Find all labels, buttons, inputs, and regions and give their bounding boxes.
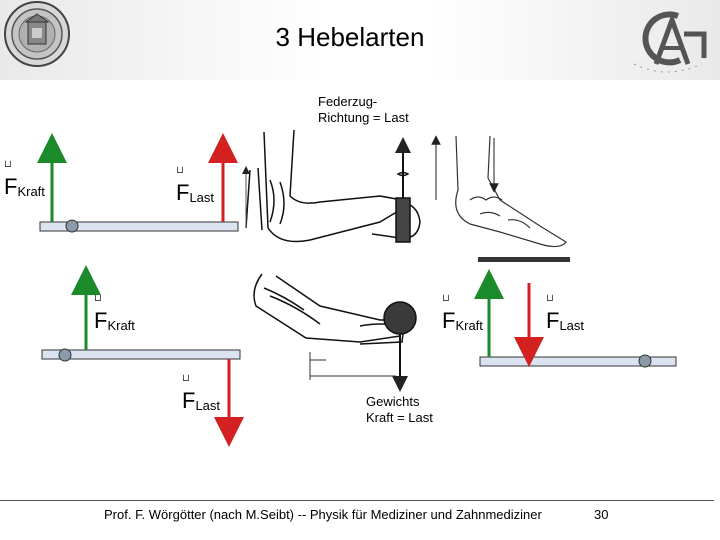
annotation-weight-force: Gewichts Kraft = Last (366, 394, 433, 425)
label-f-kraft-2: ⊔FKraft (94, 293, 135, 334)
pivot-2 (58, 348, 72, 362)
lever-bar-1 (39, 221, 239, 232)
footer-divider (0, 500, 714, 501)
header-band (0, 0, 720, 80)
page-number: 30 (594, 507, 609, 522)
label-f-last-2: ⊔FLast (182, 373, 221, 414)
pivot-3 (638, 354, 652, 368)
label-f-last-1: ⊔FLast (176, 165, 215, 206)
annotation-spring-direction: Federzug- Richtung = Last (318, 94, 409, 125)
footer-text: Prof. F. Wörgötter (nach M.Seibt) -- Phy… (104, 507, 542, 522)
university-seal-icon (4, 1, 70, 67)
label-f-last-3: ⊔FLast (546, 293, 585, 334)
forearm-ball-illustration (253, 273, 417, 392)
label-f-kraft-3: ⊔FKraft (442, 293, 483, 334)
label-f-kraft-1: ⊔FKraft (4, 159, 45, 200)
slide-title: 3 Hebelarten (275, 22, 425, 52)
foot-illustration (431, 135, 570, 262)
lever-bar-2 (41, 349, 241, 360)
lever-bar-3 (479, 356, 677, 367)
institute-logo-icon (633, 11, 707, 73)
pivot-1 (65, 219, 79, 233)
arm-spring-illustration (242, 129, 421, 243)
